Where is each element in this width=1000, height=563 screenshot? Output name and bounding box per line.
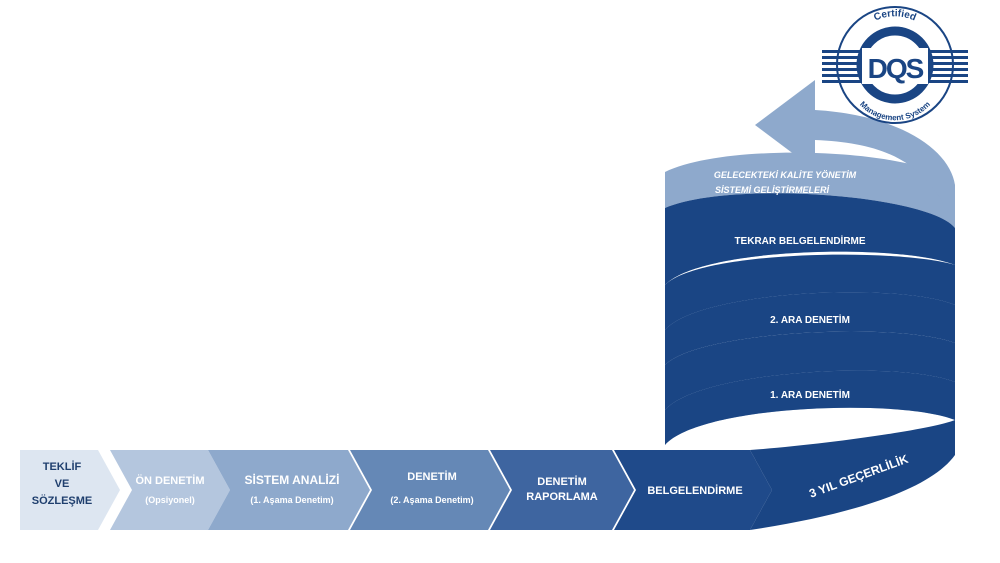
spiral-base-band: [750, 420, 955, 530]
dqs-certified-logo: DQS Certified Management System: [822, 6, 968, 124]
process-steps: TEKLİF VE SÖZLEŞME ÖN DENETİM (Opsiyonel…: [20, 450, 772, 530]
spiral-top-line2: SİSTEMİ GELİŞTİRMELERİ: [715, 185, 830, 195]
step-belgelendirme-title: BELGELENDİRME: [647, 484, 742, 497]
step-on-denetim-title: ÖN DENETİM: [135, 474, 204, 487]
spiral-top-band: [665, 152, 955, 228]
step-on-denetim-sub: (Opsiyonel): [145, 495, 195, 505]
spiral: 3 YIL GEÇERLİLİK 1. ARA DENETİM 2. ARA D…: [665, 80, 955, 530]
step-sistem-analizi-shape: [208, 450, 370, 530]
step-teklif-shape: [20, 450, 120, 530]
spiral-band3-label: TEKRAR BELGELENDİRME: [734, 234, 865, 247]
step-raporlama-line2: RAPORLAMA: [526, 491, 598, 503]
logo-mark: DQS: [868, 53, 924, 84]
spiral-band2-label: 2. ARA DENETİM: [770, 313, 850, 326]
spiral-band-1: [665, 331, 955, 410]
step-belgelendirme-shape: [614, 450, 772, 530]
step-denetim-shape: [350, 450, 510, 530]
spiral-band-2b: [665, 292, 955, 365]
logo-mark-bg: [862, 48, 928, 84]
step-teklif-line1: TEKLİF: [43, 460, 82, 473]
step-on-denetim-shape: [110, 450, 230, 530]
spiral-top-line1: GELECEKTEKİ KALİTE YÖNETİM: [714, 170, 857, 180]
spiral-band-2: [665, 254, 955, 330]
spiral-band-1b: [665, 370, 955, 445]
logo-top-text: Certified: [872, 8, 917, 23]
step-denetim-title: DENETİM: [407, 470, 457, 483]
step-sistem-analizi-title: SİSTEM ANALİZİ: [245, 472, 340, 487]
step-sistem-analizi-sub: (1. Aşama Denetim): [250, 495, 333, 505]
spiral-band-3: [665, 193, 955, 285]
spiral-band1-label: 1. ARA DENETİM: [770, 388, 850, 401]
step-denetim-sub: (2. Aşama Denetim): [390, 495, 473, 505]
spiral-arrow-curve: [815, 110, 955, 228]
step-teklif-line2: VE: [55, 478, 70, 490]
step-teklif-line3: SÖZLEŞME: [32, 494, 93, 507]
spiral-arrow-head: [755, 80, 815, 170]
step-raporlama-shape: [490, 450, 634, 530]
logo-top-path: Certified: [872, 8, 917, 23]
step-raporlama-line1: DENETİM: [537, 475, 587, 488]
